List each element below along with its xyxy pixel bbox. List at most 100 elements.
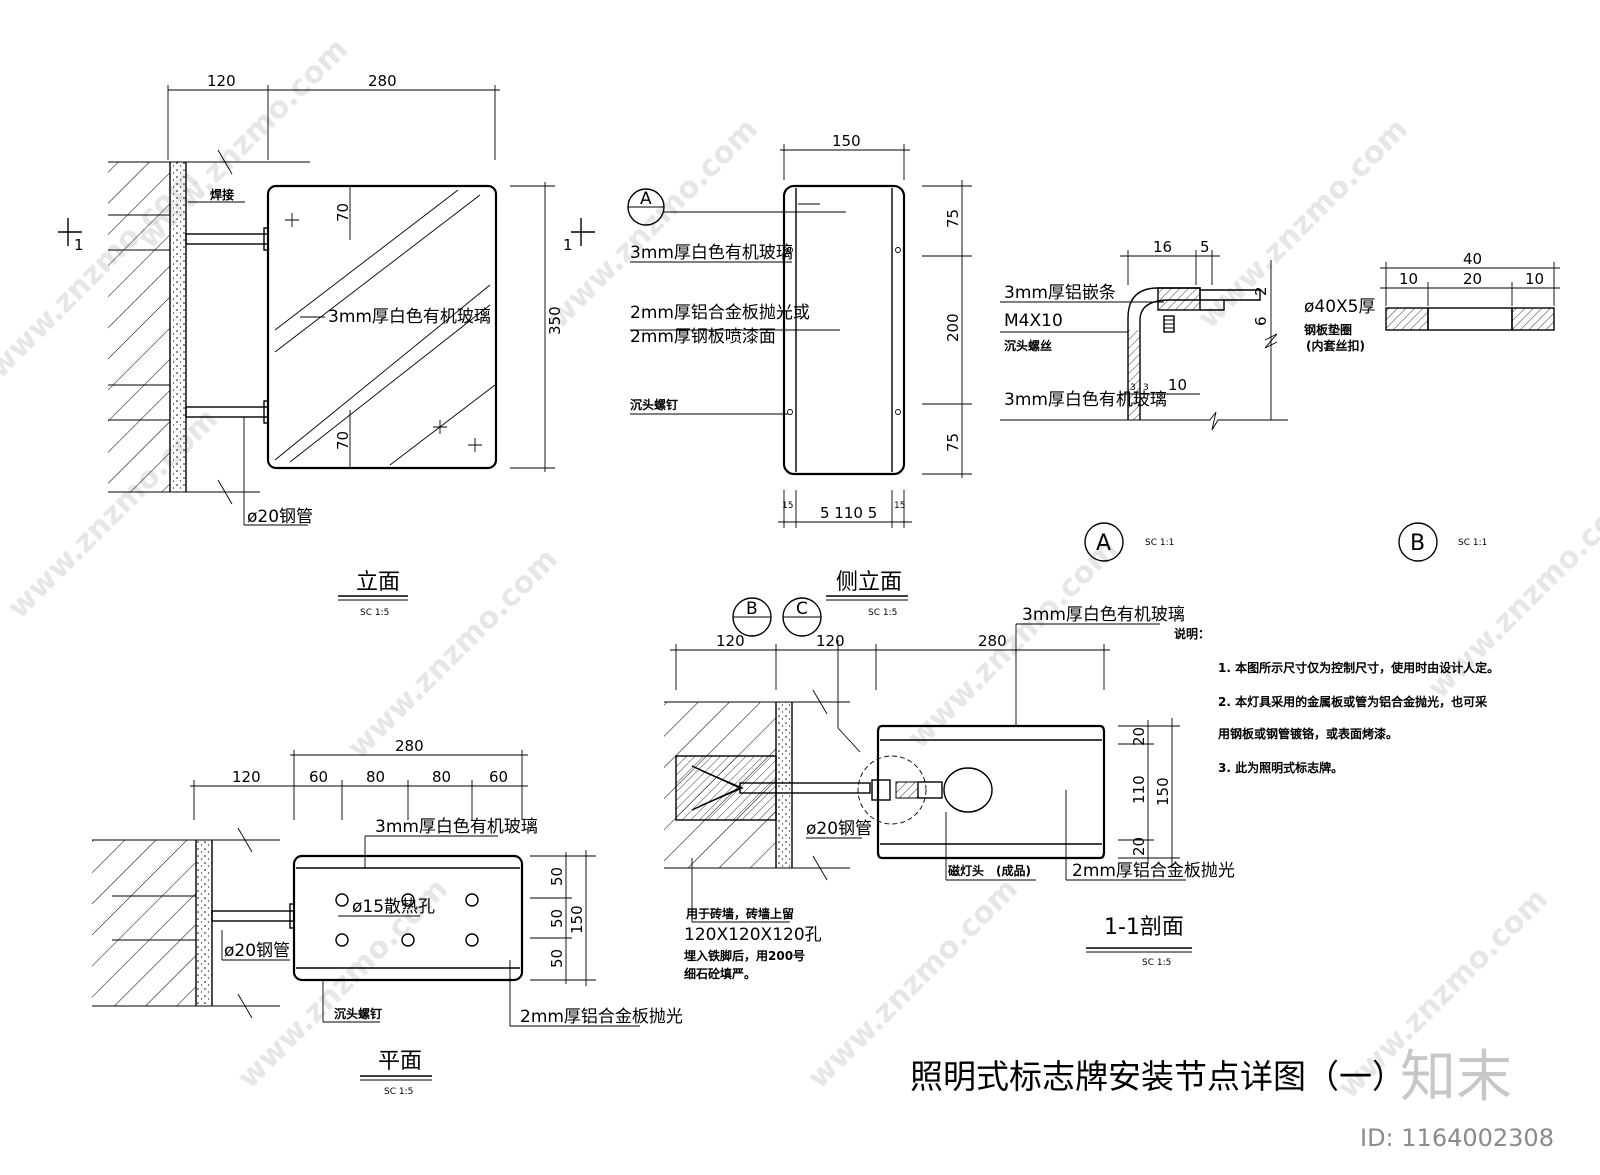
- note-pipe: ø20钢管: [247, 507, 313, 527]
- note-plate: 2mm厚铝合金板抛光: [520, 1007, 683, 1027]
- detail-b-circle: [1398, 522, 1438, 562]
- note-bolt: 沉头螺钉: [630, 397, 678, 412]
- dim-text: 120: [207, 72, 236, 90]
- scale-label: SC 1:1: [1458, 538, 1487, 548]
- note-wall-2: 120X120X120孔: [684, 925, 822, 945]
- dim-text: 20: [1463, 270, 1482, 288]
- dim-text: 150: [568, 905, 586, 934]
- section-mark: 1: [563, 236, 573, 254]
- dim-text: 20: [1130, 837, 1148, 856]
- note-bolt: 沉头螺钉: [334, 1006, 382, 1021]
- dim-text: 80: [366, 768, 385, 786]
- scale-label: SC 1:5: [360, 608, 389, 618]
- brand-logo: 知末: [1400, 1045, 1512, 1110]
- dim-text: 20: [1130, 727, 1148, 746]
- scale-label: SC 1:5: [868, 608, 897, 618]
- wall-hatch: [108, 162, 170, 492]
- callout-label: B: [746, 599, 758, 619]
- detail-label: A: [1096, 531, 1111, 556]
- watermark-text: www.znzmo.com: [901, 532, 1125, 756]
- note-pad: 钢板垫圈: [1304, 322, 1352, 337]
- dim-text: 120: [816, 632, 845, 650]
- dim-text: 150: [1154, 777, 1172, 806]
- dim-text: 60: [309, 768, 328, 786]
- view-title: 平面: [378, 1049, 422, 1074]
- image-id: ID: 1164002308: [1360, 1124, 1554, 1152]
- scale-label: SC 1:5: [384, 1087, 413, 1097]
- legend-notes: 说明： 1. 本图所示尺寸仅为控制尺寸，使用时由设计人定。 2. 本灯具采用的金…: [1174, 626, 1499, 775]
- elevation-view: 120 280 350 70 70 1 1 焊接 3mm厚白色有机玻璃 ø20钢…: [58, 72, 595, 618]
- detail-a-view: 16 5 2 6 3 3 10 3mm厚铝嵌条 M4X10 沉头螺丝 3mm厚白…: [1000, 238, 1288, 562]
- legend-item: 2. 本灯具采用的金属板或管为铝合金抛光，也可采: [1218, 694, 1487, 709]
- note-pipe: ø20钢管: [224, 941, 290, 961]
- dim-text: 50: [548, 909, 566, 928]
- dim-text: 150: [832, 132, 861, 150]
- dim-text: 2: [1252, 286, 1270, 296]
- dim-text: 350: [546, 306, 564, 335]
- dim-text: 280: [395, 737, 424, 755]
- note-strip: 3mm厚铝嵌条: [1004, 283, 1116, 303]
- dim-text: 70: [334, 431, 352, 450]
- note-holes: ø15散热孔: [352, 897, 435, 917]
- legend-item: 3. 此为照明式标志牌。: [1218, 760, 1343, 775]
- view-title: 侧立面: [836, 570, 902, 595]
- note-wall-4: 细石砼填严。: [684, 966, 756, 981]
- legend-heading: 说明：: [1174, 626, 1210, 641]
- dim-text: 60: [489, 768, 508, 786]
- dim-text: 200: [944, 313, 962, 342]
- section-view: 120 120 280 20 110 20 150 B C 3mm厚白色有机玻璃…: [664, 597, 1235, 981]
- plan-view: 280 120 60 80 80 60 50 50 50 150 3mm厚白色有…: [92, 737, 683, 1097]
- plan-box: [292, 854, 524, 982]
- note-spec: ø40X5厚: [1304, 297, 1376, 317]
- dim-text: 10: [1525, 270, 1544, 288]
- note-glass: 3mm厚白色有机玻璃: [1004, 390, 1167, 410]
- detail-a-circle: [1084, 522, 1124, 562]
- view-title: 立面: [356, 570, 400, 595]
- note-screw-type: 沉头螺丝: [1004, 338, 1052, 353]
- legend-item: 用钢板或钢管镀铬，或表面烤漆。: [1217, 726, 1398, 741]
- dim-text: 110: [1130, 775, 1148, 804]
- dim-text: 3: [1143, 383, 1149, 393]
- dim-text: 40: [1463, 250, 1482, 268]
- dim-text: 16: [1153, 238, 1172, 256]
- note-screw: M4X10: [1004, 311, 1063, 331]
- note-wall-1: 用于砖墙，砖墙上留: [685, 906, 794, 921]
- dim-text: 70: [334, 203, 352, 222]
- dim-text: 6: [1252, 316, 1270, 326]
- note-pad-thread: (内套丝扣): [1306, 338, 1365, 353]
- dim-text: 3: [1130, 383, 1136, 393]
- section-box: [876, 724, 1106, 860]
- plaster-layer: [170, 162, 186, 492]
- dim-text: 50: [548, 867, 566, 886]
- dim-text: 280: [978, 632, 1007, 650]
- note-glass: 3mm厚白色有机玻璃: [328, 307, 491, 327]
- dim-text: 15: [782, 501, 793, 511]
- callout-label: A: [640, 189, 652, 209]
- note-pipe: ø20钢管: [806, 819, 872, 839]
- dim-text: 75: [944, 209, 962, 228]
- side-elevation-view: 150 75 200 75 5 110 5 15 15 A 3mm厚白色有机玻璃…: [627, 132, 972, 618]
- dim-text: 10: [1168, 376, 1187, 394]
- note-glass: 3mm厚白色有机玻璃: [630, 243, 793, 263]
- detail-b-view: 40 10 20 10 ø40X5厚 钢板垫圈 (内套丝扣) B SC 1:1: [1304, 250, 1560, 562]
- scale-label: SC 1:5: [1142, 958, 1171, 968]
- note-plate1: 2mm厚铝合金板抛光或: [630, 303, 810, 323]
- callout-label: C: [796, 599, 808, 619]
- dim-text: 120: [232, 768, 261, 786]
- note-weld: 焊接: [210, 187, 234, 202]
- dim-text: 5 110 5: [820, 504, 877, 522]
- dim-text: 120: [716, 632, 745, 650]
- note-wall-3: 埋入铁脚后，用200号: [684, 948, 805, 963]
- dim-text: 75: [944, 433, 962, 452]
- dim-text: 80: [432, 768, 451, 786]
- dim-text: 15: [894, 501, 905, 511]
- sign-box: [266, 184, 498, 470]
- drawing-title: 照明式标志牌安装节点详图（一）: [910, 1057, 1405, 1096]
- dim-text: 5: [1200, 238, 1210, 256]
- note-plate2: 2mm厚钢板喷漆面: [630, 327, 776, 347]
- scale-label: SC 1:1: [1145, 538, 1174, 548]
- legend-item: 1. 本图所示尺寸仅为控制尺寸，使用时由设计人定。: [1218, 660, 1499, 675]
- view-title: 1-1剖面: [1104, 915, 1184, 940]
